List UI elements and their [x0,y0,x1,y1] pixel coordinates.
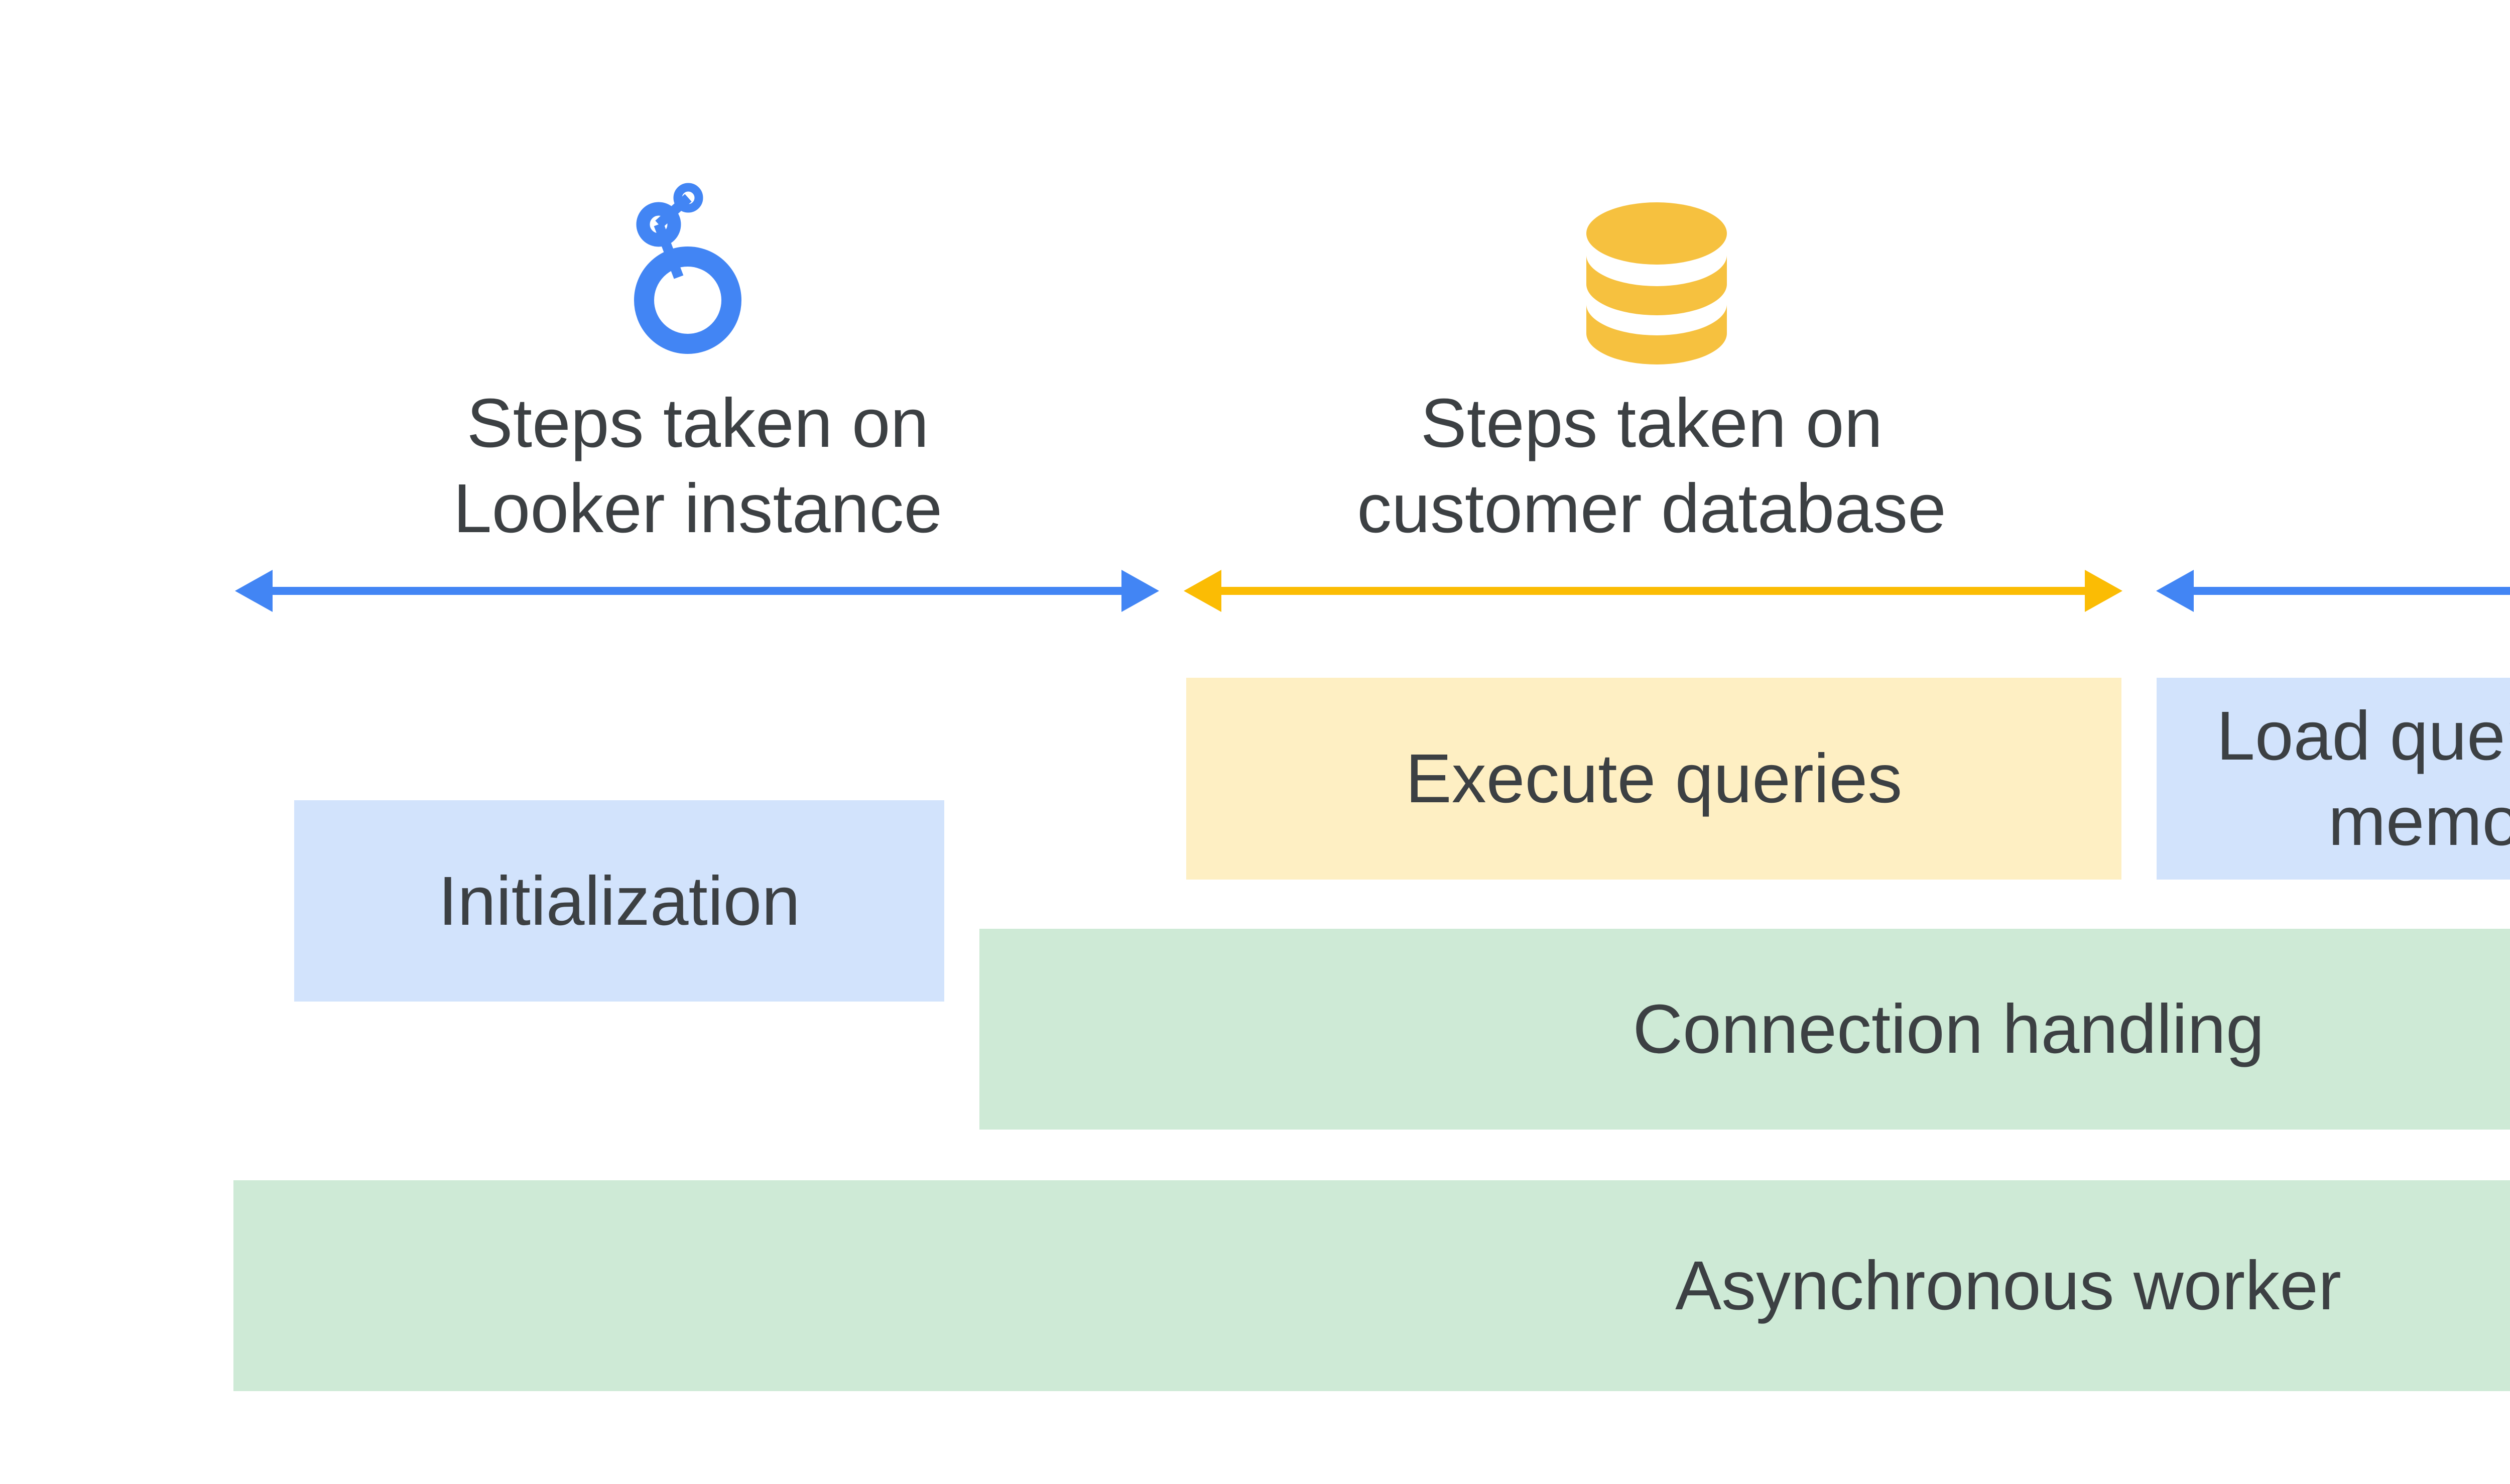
double-arrow-customer-database [1184,570,2122,612]
double-arrow-looker-left [235,570,1159,612]
load-queries-in-memory-label: Load queries in memory [2216,693,2510,864]
initialization-label: Initialization [438,862,801,940]
arrow-shaft [2191,587,2510,595]
looker-icon-graphic [634,183,741,354]
asynchronous-worker-label: Asynchronous worker [1675,1247,2341,1324]
double-arrow-looker-right [2156,570,2510,612]
load-queries-line: Load queries in [2216,697,2510,775]
arrow-shaft [1219,587,2087,595]
section-title-looker-left: Steps taken on Looker instance [246,381,1150,551]
connection-handling-box: Connection handling [979,929,2510,1130]
connection-handling-label: Connection handling [1633,991,2265,1068]
database-icon-graphic [1586,202,1727,364]
section-title-line: Looker instance [453,470,943,547]
load-queries-line: memory [2328,783,2510,860]
execute-queries-box: Execute queries [1186,678,2121,880]
section-title-line: Steps taken on [1420,385,1883,462]
initialization-box: Initialization [294,800,944,1002]
section-title-line: Steps taken on [466,385,929,462]
section-title-customer-database: Steps taken on customer database [1200,381,2103,551]
arrow-shaft [270,587,1124,595]
asynchronous-worker-box: Asynchronous worker [233,1180,2510,1391]
execute-queries-label: Execute queries [1405,740,1903,817]
database-icon [1576,191,1737,372]
load-queries-in-memory-box: Load queries in memory [2157,678,2510,880]
section-title-line: customer database [1357,470,1946,547]
looker-icon [572,166,803,397]
